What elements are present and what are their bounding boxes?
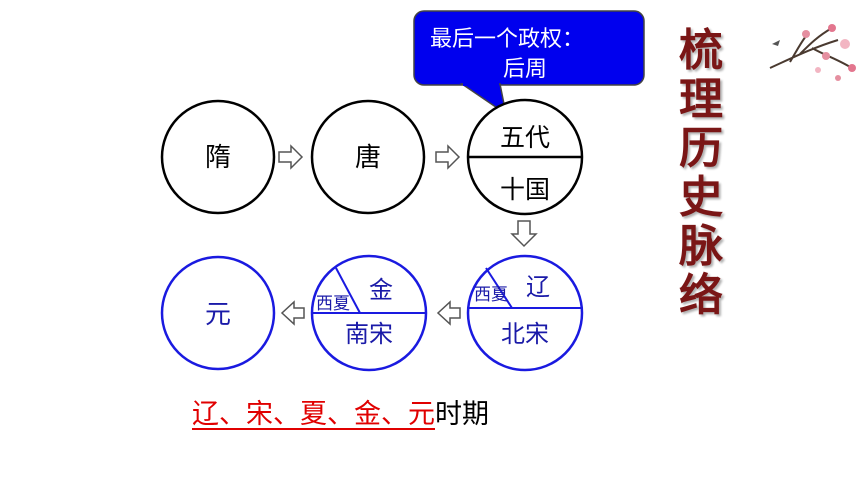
label-liao: 辽 [526,273,550,301]
circle-sui: 隋 [160,99,276,215]
circle-liao-beisong: 西夏 辽 北宋 [466,254,584,372]
title-char: 史 [679,172,723,223]
title-char: 脉 [679,221,723,272]
title-char: 络 [679,270,723,321]
label-wudai: 五代 [500,123,550,152]
period-caption: 辽、宋、夏、金、元时期 [192,392,489,431]
circle-five-dynasties-ten-kingdoms: 五代 十国 [466,98,584,216]
label-xixia-upper: 西夏 [316,294,350,314]
title-char: 理 [679,74,723,125]
callout-line1: 最后一个政权： [430,27,584,52]
arrow-beisong-to-nansong [436,300,461,326]
label-xixia-lower: 西夏 [474,285,508,305]
vertical-title: 梳 理 历 史 脉 络 [668,26,734,320]
label-nansong: 南宋 [345,320,393,348]
circle-jin-nansong: 西夏 金 南宋 [310,254,428,372]
label-jin: 金 [369,276,393,304]
title-char: 历 [679,123,723,174]
arrow-nansong-to-yuan [280,300,305,326]
circle-tang: 唐 [310,99,426,215]
arrow-down-to-beisong [510,220,538,248]
arrow-sui-to-tang [278,144,304,170]
callout-line2: 后周 [503,57,547,82]
label-tang: 唐 [355,143,381,173]
plum-blossom-decoration [769,24,856,81]
circle-yuan: 元 [160,255,276,371]
label-sui: 隋 [205,143,231,173]
label-yuan: 元 [205,300,231,330]
label-beisong: 北宋 [501,320,549,348]
title-char: 梳 [679,25,723,76]
caption-rest: 时期 [435,399,489,430]
callout-bubble: 最后一个政权： 后周 [413,10,645,116]
arrow-tang-to-wudai [435,144,461,170]
label-shiguo: 十国 [500,175,550,204]
caption-underlined: 辽、宋、夏、金、元 [192,399,435,430]
